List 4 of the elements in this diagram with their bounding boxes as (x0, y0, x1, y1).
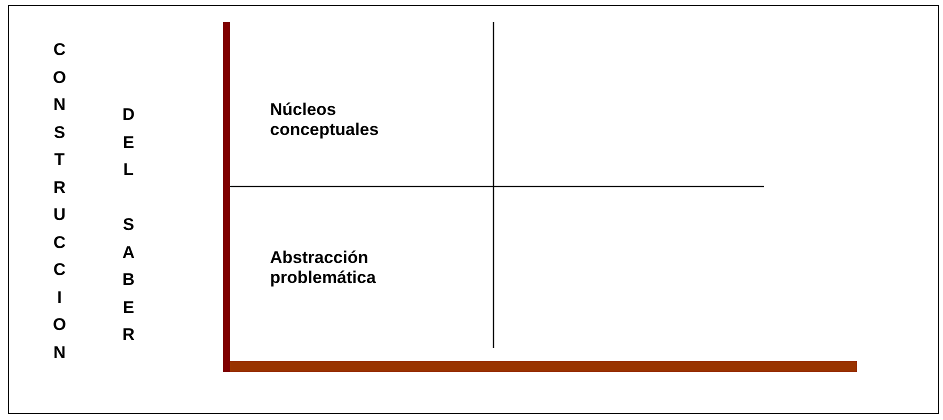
vertical-axis-label: CONSTRUCCION (52, 39, 68, 364)
quadrant-label: Abstracción problemática (270, 248, 377, 288)
vertical-axis-label: DEL SABER (121, 104, 136, 346)
quadrant-label: Núcleos conceptuales (270, 100, 380, 140)
